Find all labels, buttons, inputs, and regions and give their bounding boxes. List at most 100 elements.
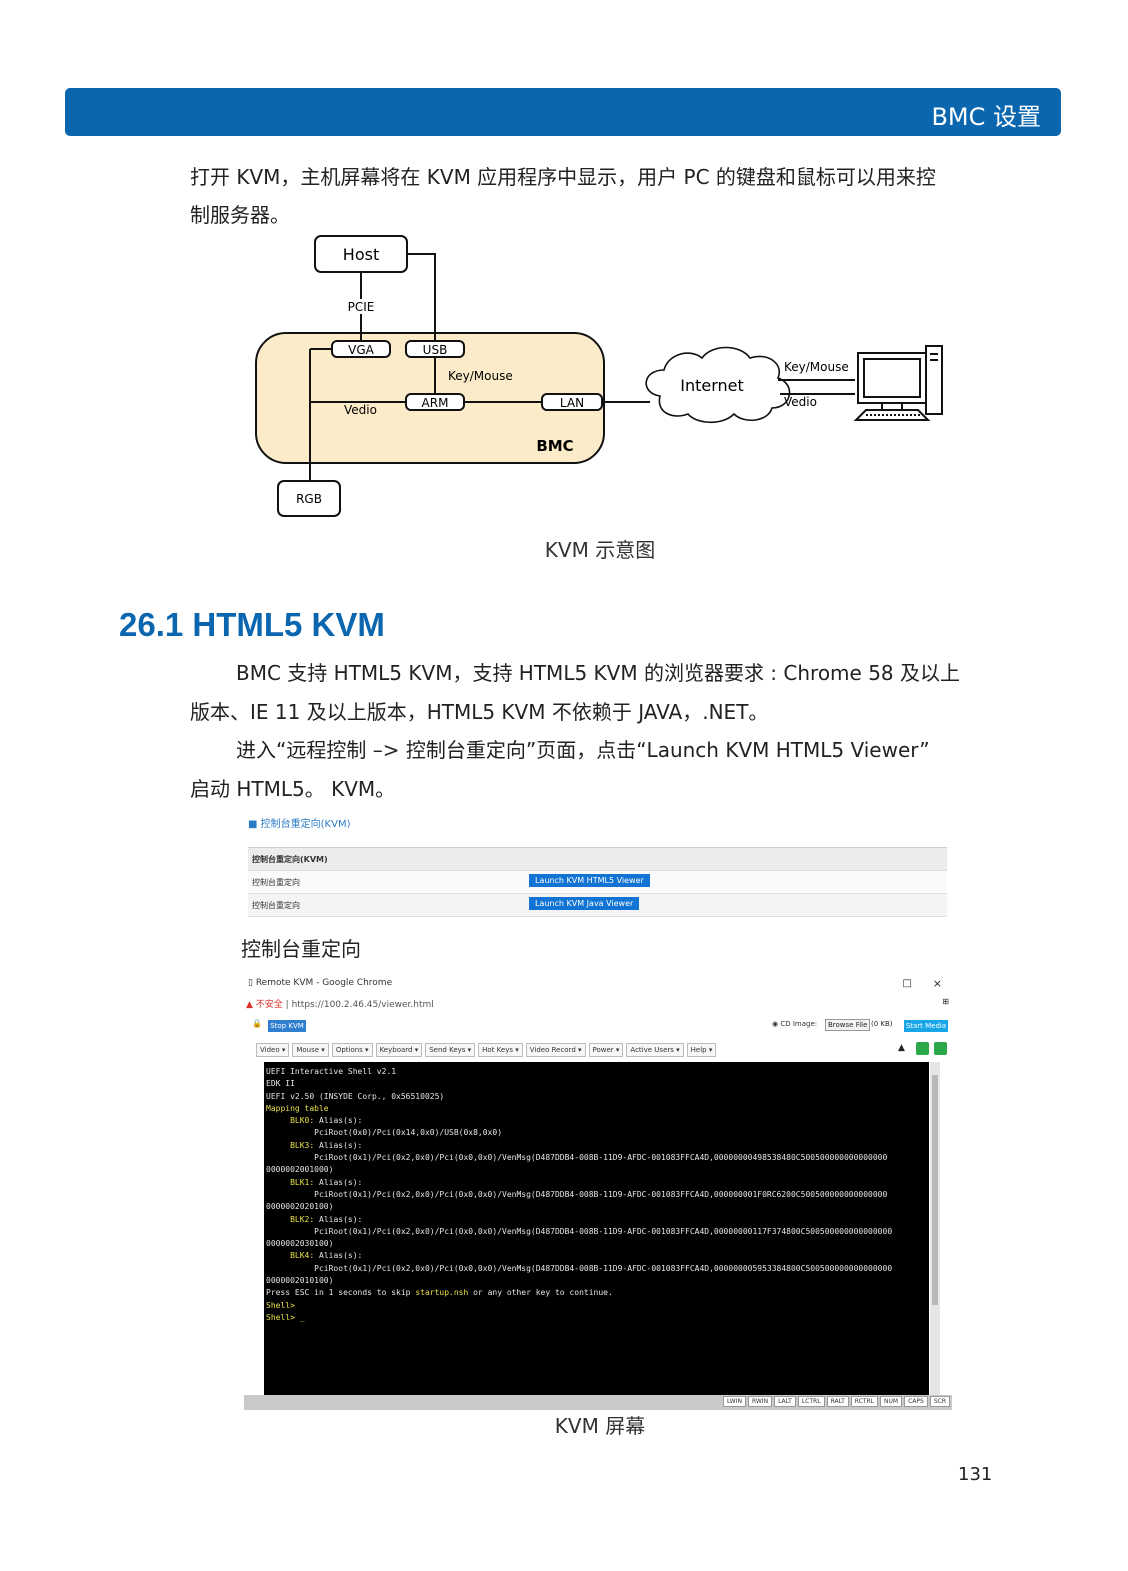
console-line: PciRoot(0x1)/Pci(0x2,0x0)/Pci(0x0,0x0)/V…	[266, 1189, 888, 1199]
console-line: BLK4: Alias(s):	[290, 1251, 363, 1261]
console-line: Press ESC in 1 seconds to skip startup.n…	[266, 1288, 613, 1298]
kvm-window-screenshot: ▯ Remote KVM - Google Chrome □ × ▲ 不安全 |…	[244, 975, 952, 1410]
vedio-inner-label: Vedio	[344, 403, 377, 417]
kvm-screen-caption: KVM 屏幕	[554, 1414, 646, 1438]
lock-icon: 🔒	[252, 1019, 262, 1028]
console-redirection-screenshot: ■ 控制台重定向(KVM) 控制台重定向(KVM) 控制台重定向 Launch …	[248, 815, 948, 917]
key-scr[interactable]: SCR	[929, 1396, 950, 1407]
key-caps[interactable]: CAPS	[904, 1396, 928, 1407]
console-line: 0000002020100)	[266, 1202, 334, 1212]
launch-html5-viewer-button[interactable]: Launch KVM HTML5 Viewer	[529, 874, 650, 887]
console-line: PciRoot(0x1)/Pci(0x2,0x0)/Pci(0x0,0x0)/V…	[266, 1263, 893, 1273]
console-line: UEFI v2.50 (INSYDE Corp., 0x56510025)	[266, 1091, 445, 1101]
table-row: 控制台重定向 Launch KVM Java Viewer	[248, 894, 947, 917]
internet-cloud-icon	[645, 346, 791, 424]
green-status-icon[interactable]	[916, 1042, 929, 1055]
menu-options[interactable]: Options ▾	[331, 1043, 373, 1057]
console-line: UEFI Interactive Shell v2.1	[266, 1067, 397, 1076]
menu-help[interactable]: Help ▾	[686, 1043, 717, 1057]
kvm-diagram: Host PCIE PCIE VGA USB Key/Mouse ARM Ved…	[255, 235, 943, 517]
bmc-label: BMC	[536, 437, 573, 455]
menu-send-keys[interactable]: Send Keys ▾	[425, 1043, 476, 1057]
pcie-label: PCIE	[348, 300, 375, 314]
section-para-1-line-2: 版本、IE 11 及以上版本，HTML5 KVM 不依赖于 JAVA，.NET。	[190, 700, 769, 724]
row-label: 控制台重定向	[252, 878, 300, 887]
green-lock-icon[interactable]	[934, 1042, 947, 1055]
row-label: 控制台重定向	[252, 901, 300, 910]
console-line: 0000002030100)	[266, 1239, 334, 1249]
vga-label: VGA	[348, 343, 375, 357]
page-icon: ▯	[248, 978, 256, 988]
host-label: Host	[343, 245, 379, 264]
menu-video-record[interactable]: Video Record ▾	[525, 1043, 586, 1057]
address-bar[interactable]: ▲ 不安全 | https://100.2.46.45/viewer.html	[246, 1000, 434, 1010]
key-lwin[interactable]: LWIN	[722, 1396, 746, 1407]
stop-kvm-button[interactable]: Stop KVM	[268, 1020, 306, 1032]
browse-file-button[interactable]: Browse File	[825, 1019, 871, 1031]
console-line: 0000002010100)	[266, 1276, 334, 1286]
diagram-caption: KVM 示意图	[544, 538, 656, 562]
section-heading: 26.1 HTML5 KVM	[119, 606, 385, 643]
console-line: EDK II	[266, 1079, 295, 1089]
key-lalt[interactable]: LALT	[774, 1396, 796, 1407]
console-line: PciRoot(0x1)/Pci(0x2,0x0)/Pci(0x0,0x0)/V…	[266, 1226, 893, 1236]
console-line: BLK2: Alias(s):	[290, 1214, 363, 1224]
lan-label: LAN	[560, 396, 584, 410]
console-line: 0000002001000)	[266, 1165, 334, 1175]
window-title: ▯ Remote KVM - Google Chrome	[248, 978, 393, 988]
close-button[interactable]: ×	[932, 977, 942, 990]
menu-power[interactable]: Power ▾	[588, 1043, 624, 1057]
console-line: Shell> _	[266, 1312, 305, 1322]
chapter-header-bar: BMC 设置	[65, 88, 1061, 136]
section-para-2-line-2: 启动 HTML5。 KVM。	[190, 777, 396, 801]
key-rctrl[interactable]: RCTRL	[850, 1396, 879, 1407]
launch-java-viewer-button[interactable]: Launch KVM Java Viewer	[529, 897, 640, 910]
intro-line-2: 制服务器。	[190, 203, 290, 227]
menu-active-users[interactable]: Active Users ▾	[626, 1043, 684, 1057]
cd-icon: ◉	[772, 1020, 781, 1028]
console-redirection-table: 控制台重定向(KVM) 控制台重定向 Launch KVM HTML5 View…	[248, 847, 947, 917]
page-number: 131	[958, 1464, 993, 1485]
rgb-label: RGB	[296, 492, 322, 506]
menu-mouse[interactable]: Mouse ▾	[292, 1043, 329, 1057]
arm-label: ARM	[422, 396, 449, 410]
console-line: BLK0: Alias(s):	[290, 1116, 363, 1126]
file-size-label: (0 KB)	[871, 1020, 893, 1028]
console-scrollbar-thumb[interactable]	[932, 1075, 938, 1305]
vedio-outer-label: Vedio	[784, 395, 817, 409]
maximize-button[interactable]: □	[902, 978, 912, 989]
key-mouse-outer-label: Key/Mouse	[784, 360, 849, 374]
console-line: BLK1: Alias(s):	[290, 1177, 363, 1187]
internet-label: Internet	[680, 376, 744, 395]
menu-hot-keys[interactable]: Hot Keys ▾	[478, 1043, 523, 1057]
key-ralt[interactable]: RALT	[826, 1396, 849, 1407]
usb-label: USB	[423, 343, 448, 357]
key-mouse-inner-label: Key/Mouse	[448, 369, 513, 383]
grid-icon: ■	[248, 819, 261, 830]
console-redirection-title: ■ 控制台重定向(KVM)	[248, 819, 351, 830]
key-indicators: LWIN RWIN LALT LCTRL RALT RCTRL NUM CAPS…	[722, 1396, 950, 1407]
alert-icon[interactable]: ▲	[898, 1043, 905, 1053]
table-row: 控制台重定向 Launch KVM HTML5 Viewer	[248, 871, 947, 894]
key-num[interactable]: NUM	[880, 1396, 903, 1407]
translate-icon[interactable]: ⊞	[942, 997, 949, 1006]
key-lctrl[interactable]: LCTRL	[797, 1396, 825, 1407]
section-para-2-line-1: 进入“远程控制 –> 控制台重定向”页面，点击“Launch KVM HTML5…	[236, 738, 930, 762]
key-rwin[interactable]: RWIN	[747, 1396, 773, 1407]
chapter-title: BMC 设置	[931, 103, 1041, 131]
console-line: Shell>	[266, 1300, 295, 1310]
console-line: PciRoot(0x0)/Pci(0x14,0x0)/USB(0x8,0x0)	[266, 1128, 503, 1138]
console-line: Mapping table	[266, 1103, 329, 1113]
table-header-row: 控制台重定向(KVM)	[248, 848, 947, 871]
menu-keyboard[interactable]: Keyboard ▾	[375, 1043, 423, 1057]
cd-image-label: ◉ CD Image:	[772, 1020, 818, 1028]
pcie-label-bg: PCIE	[348, 300, 375, 314]
warning-icon: ▲	[246, 1000, 253, 1010]
console-line: BLK3: Alias(s):	[290, 1140, 363, 1150]
kvm-menu-bar: Video ▾ Mouse ▾ Options ▾ Keyboard ▾ Sen…	[256, 1043, 717, 1057]
console-line: PciRoot(0x1)/Pci(0x2,0x0)/Pci(0x0,0x0)/V…	[266, 1153, 888, 1163]
intro-line-1: 打开 KVM，主机屏幕将在 KVM 应用程序中显示，用户 PC 的键盘和鼠标可以…	[190, 165, 936, 189]
menu-video[interactable]: Video ▾	[256, 1043, 290, 1057]
start-media-button[interactable]: Start Media	[904, 1020, 948, 1032]
